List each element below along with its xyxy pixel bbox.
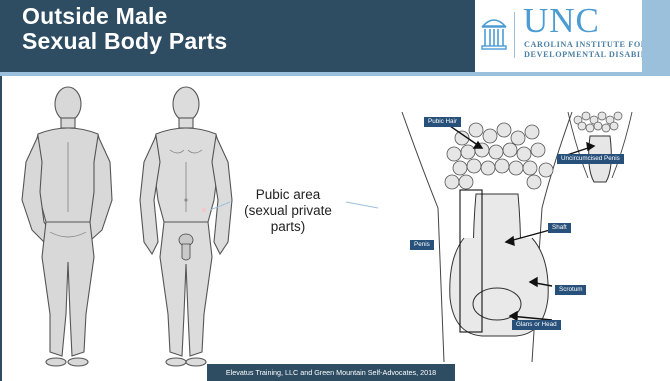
unc-wordmark: UNC — [523, 3, 600, 39]
old-well-icon — [481, 14, 507, 52]
label-shaft: Shaft — [548, 223, 571, 233]
callout-line-3: parts) — [228, 219, 348, 235]
label-scrotum: Scrotum — [555, 285, 586, 295]
callout-arrows — [210, 196, 380, 216]
slide-header: Outside Male Sexual Body Parts UNC CAROL… — [0, 0, 670, 72]
label-penis: Penis — [410, 240, 434, 250]
title-line-2: Sexual Body Parts — [22, 29, 227, 54]
label-glans: Glans or Head — [512, 320, 561, 330]
header-underline — [0, 72, 670, 76]
left-edge-bar — [0, 76, 2, 381]
slide-title: Outside Male Sexual Body Parts — [22, 4, 227, 54]
label-pubic-hair: Pubic Hair — [424, 117, 461, 127]
unc-cidd-logo: UNC CAROLINA INSTITUTE FOR DEVELOPMENTAL… — [475, 0, 670, 72]
title-line-1: Outside Male — [22, 4, 227, 29]
male-figure-front-view — [130, 82, 242, 372]
credit-bar: Elevatus Training, LLC and Green Mountai… — [207, 364, 455, 381]
logo-stripe — [642, 0, 670, 72]
label-uncircumcised-penis: Uncircumcised Penis — [557, 154, 624, 164]
logo-divider — [514, 12, 515, 58]
male-figure-back-view — [10, 82, 122, 372]
